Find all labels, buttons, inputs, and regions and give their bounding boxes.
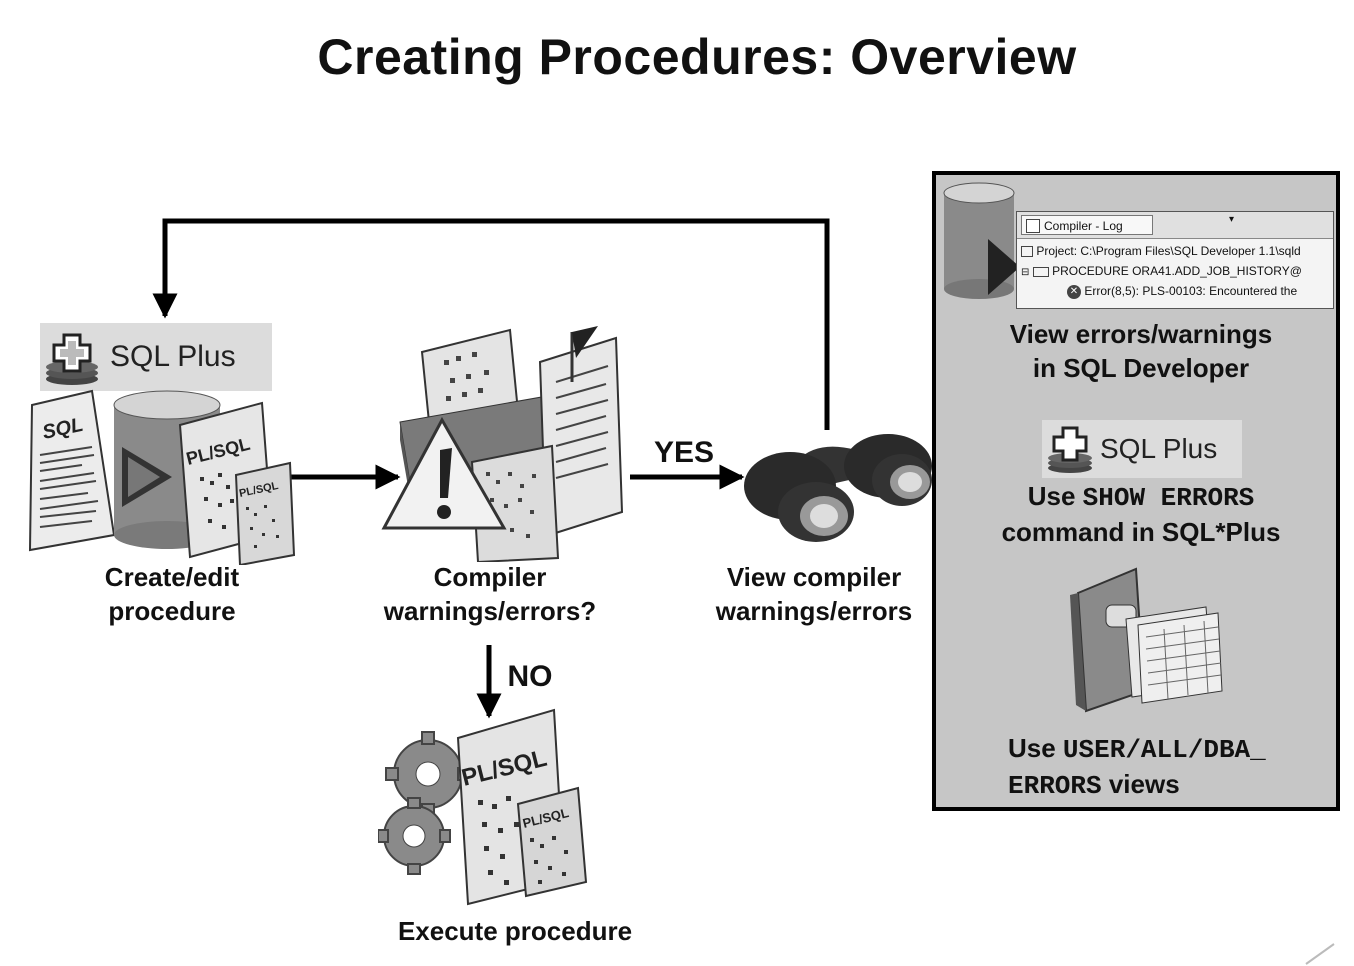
corner-decoration [1305, 943, 1335, 965]
errors-views-caption: Use USER/ALL/DBA_ ERRORS views [1008, 733, 1266, 801]
dropdown-arrow-icon[interactable]: ▾ [1229, 214, 1235, 225]
log-icon [1026, 219, 1040, 233]
plsql-document-icon: PL/SQL PL/SQL [178, 401, 296, 565]
loop-back-arrow [152, 218, 830, 430]
error-viewing-panel: Compiler - Log ▾ Project: C:\Program Fil… [932, 171, 1340, 811]
folder-icon [1032, 266, 1049, 277]
database-icon [943, 182, 1020, 299]
error-icon: ✕ [1067, 284, 1081, 299]
execute-illustration: PL/SQL PL/SQL [378, 708, 588, 906]
yes-label: YES [653, 436, 715, 469]
log-error-row[interactable]: ✕ Error(8,5): PLS-00103: Encountered the [1067, 284, 1297, 299]
sqlplus-icon [1048, 426, 1092, 473]
compiler-illustration [381, 326, 624, 562]
sqlplus-label: SQL Plus [110, 340, 236, 373]
create-edit-illustration: SQL PL/SQL PL/SQL [28, 389, 296, 565]
table-sheets [1125, 606, 1223, 704]
report-document-icon [538, 326, 624, 538]
project-icon [1021, 246, 1033, 258]
warning-icon [381, 416, 507, 530]
sqlplus-banner-left: SQL Plus [40, 323, 272, 391]
log-procedure-row[interactable]: ⊟ PROCEDURE ORA41.ADD_JOB_HISTORY@ [1021, 264, 1302, 278]
compiler-log-tab[interactable]: Compiler - Log [1021, 215, 1153, 235]
view-compiler-label: View compiler warnings/errors [715, 562, 913, 626]
page-title: Creating Procedures: Overview [317, 29, 1077, 85]
gears-icon [378, 731, 471, 875]
compiler-log-window: Compiler - Log ▾ Project: C:\Program Fil… [1016, 211, 1334, 309]
sqldev-caption: View errors/warnings in SQL Developer [1009, 319, 1273, 383]
plsql-document-icon: PL/SQL PL/SQL [456, 708, 588, 906]
no-label: NO [507, 660, 553, 693]
execute-label: Execute procedure [397, 916, 633, 946]
data-dictionary-book-icon [1070, 567, 1223, 713]
create-edit-label: Create/edit procedure [104, 562, 240, 626]
compiler-label: Compiler warnings/errors? [383, 562, 597, 626]
sqlplus-banner-right: SQL Plus [1042, 420, 1242, 478]
sqlplus-icon [46, 333, 98, 385]
log-project-row[interactable]: Project: C:\Program Files\SQL Developer … [1021, 244, 1301, 258]
binoculars-icon [744, 434, 932, 542]
sql-document-icon: SQL [28, 389, 116, 552]
show-errors-caption: Use SHOW ERRORS command in SQL*Plus [1001, 481, 1281, 547]
expand-icon[interactable]: ⊟ [1021, 267, 1030, 278]
